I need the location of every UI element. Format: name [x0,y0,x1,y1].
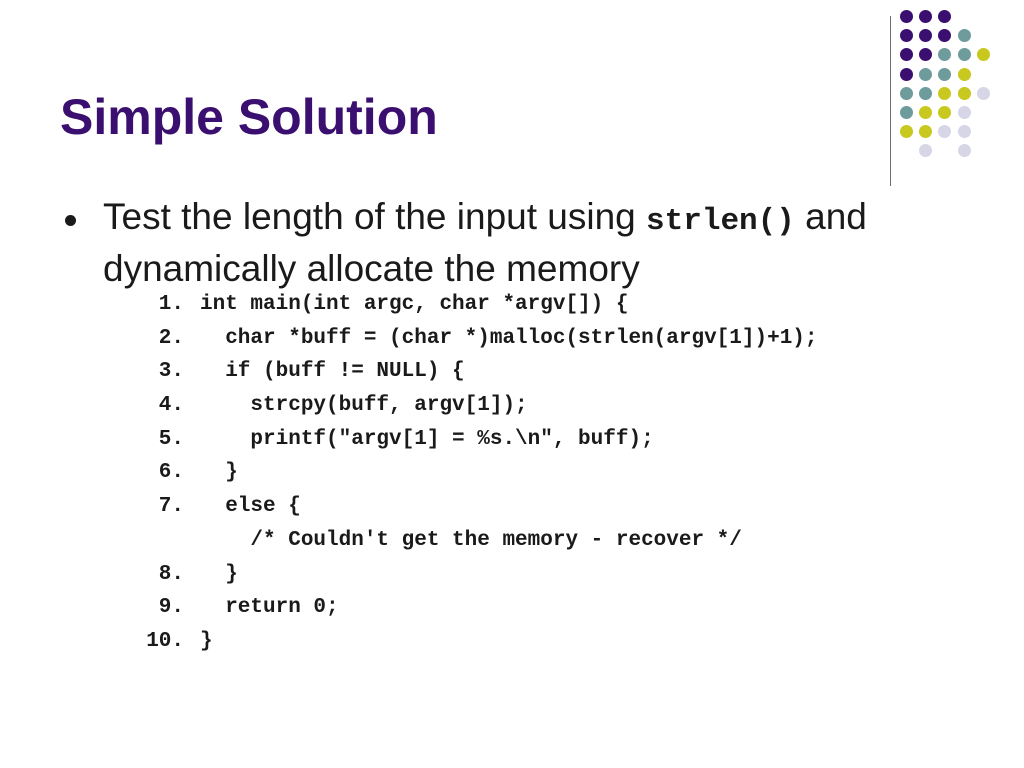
decorative-dot [938,10,952,23]
divider-line [890,16,891,186]
code-line: 6. } [138,456,818,490]
code-line: 5. printf("argv[1] = %s.\n", buff); [138,423,818,457]
code-line-text: } [200,461,238,485]
code-line-text: int main(int argc, char *argv[]) { [200,293,629,316]
code-line-text: printf("argv[1] = %s.\n", buff); [200,427,654,451]
code-line-number: 2. [158,326,184,350]
decorative-dot [976,86,990,100]
bullet-inline-code: strlen() [646,204,795,239]
decorative-dot [900,86,913,100]
code-line-text: if (buff != NULL) { [200,360,465,384]
code-line-number: 1. [158,293,184,316]
decorative-dot [957,125,971,139]
decorative-dot [957,106,971,119]
decorative-dot [957,29,971,43]
code-line-number: 6. [158,461,184,485]
decorative-dot [900,10,913,23]
decorative-dot [957,86,971,100]
decorative-dot [900,125,913,139]
code-line-number: 7. [158,495,184,519]
decorative-dot [919,10,933,23]
code-line: 8. } [138,558,818,592]
code-line-text: return 0; [200,596,339,620]
decorative-dot [957,144,971,158]
decorative-dot [938,106,952,119]
code-line-text: } [200,562,238,586]
decorative-dot [957,48,971,62]
decorative-dot [900,106,913,119]
decorative-dot [919,67,933,81]
bullet-text: Test the length of the input using strle… [103,193,960,292]
code-line: 1. int main(int argc, char *argv[]) { [138,288,818,322]
decorative-dot-grid [900,10,1010,170]
code-line: /* Couldn't get the memory - recover */ [138,524,818,558]
code-block: 1. int main(int argc, char *argv[]) { 2. c… [138,288,818,659]
code-line-text: else { [200,495,301,519]
decorative-dot [938,125,952,139]
decorative-dot [900,48,913,62]
code-line: 7. else { [138,490,818,524]
code-line-text: } [200,629,213,653]
decorative-dot [919,106,933,119]
code-line: 10.} [138,625,818,659]
code-line-number: 9. [158,596,184,620]
decorative-dot [919,86,933,100]
code-line-number: 3. [158,360,184,384]
decorative-dot [900,29,913,43]
code-line-number: 4. [158,394,184,418]
code-line: 9. return 0; [138,591,818,625]
decorative-dot [919,29,933,43]
code-line: 3. if (buff != NULL) { [138,355,818,389]
decorative-dot [938,67,952,81]
code-line-text: strcpy(buff, argv[1]); [200,394,528,418]
bullet-text-after: and dynamically allocate the memory [103,196,867,289]
decorative-dot [938,86,952,100]
decorative-dot [976,48,990,62]
decorative-dot [919,125,933,139]
decorative-dot [938,29,952,43]
decorative-dot [900,67,913,81]
decorative-dot [919,48,933,62]
code-line-number: 5. [158,427,184,451]
bullet-item: Test the length of the input using strle… [60,193,960,292]
code-line-text: /* Couldn't get the memory - recover */ [200,528,742,552]
decorative-dot [938,48,952,62]
decorative-dot [957,67,971,81]
code-line: 2. char *buff = (char *)malloc(strlen(ar… [138,322,818,356]
bullet-icon [65,215,76,226]
bullet-text-before: Test the length of the input using [103,196,647,237]
decorative-dot [919,144,933,158]
code-line-text: char *buff = (char *)malloc(strlen(argv[… [200,326,818,350]
code-line-number: 10. [146,629,184,653]
code-line: 4. strcpy(buff, argv[1]); [138,389,818,423]
slide-title: Simple Solution [60,89,438,145]
code-line-number: 8. [158,562,184,586]
